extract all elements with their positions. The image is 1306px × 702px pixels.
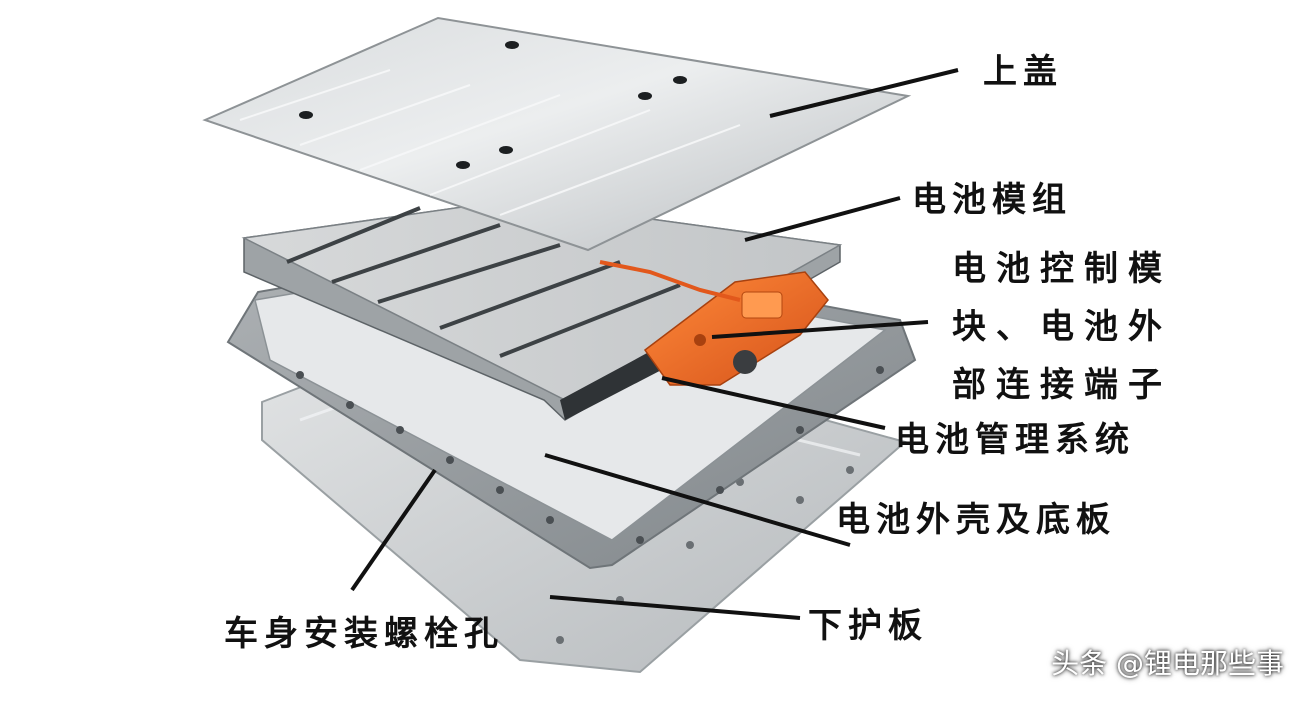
- leader-housing: [544, 453, 851, 547]
- leader-mount-holes: [350, 468, 437, 592]
- label-top-cover: 上盖: [983, 52, 1063, 92]
- cover-ridges: [239, 69, 741, 216]
- label-control-module-line-1: 电池控制模: [952, 249, 1172, 289]
- label-control-module: 电池控制模 块、电池外 部连接端子: [952, 240, 1172, 414]
- label-battery-module: 电池模组: [912, 180, 1072, 220]
- control-module: [599, 260, 829, 386]
- cover-fasteners: [299, 41, 687, 169]
- leader-lower-guard: [549, 595, 801, 620]
- leader-lines: [350, 68, 959, 620]
- label-housing: 电池外壳及底板: [836, 500, 1116, 540]
- tray-edge-holes: [296, 366, 884, 544]
- label-bms: 电池管理系统: [895, 420, 1135, 460]
- label-control-module-line-3: 部连接端子: [952, 365, 1172, 405]
- watermark-text: 头条 @锂电那些事: [1051, 647, 1284, 680]
- leader-control-module: [711, 320, 929, 339]
- leader-battery-module: [744, 196, 901, 242]
- label-mount-holes: 车身安装螺栓孔: [224, 614, 504, 654]
- label-lower-guard: 下护板: [808, 606, 928, 646]
- leader-bms: [661, 376, 886, 430]
- top-cover: [202, 16, 912, 252]
- leader-top-cover: [769, 68, 959, 118]
- module-dividers: [286, 206, 681, 358]
- label-control-module-line-2: 块、电池外: [952, 307, 1172, 347]
